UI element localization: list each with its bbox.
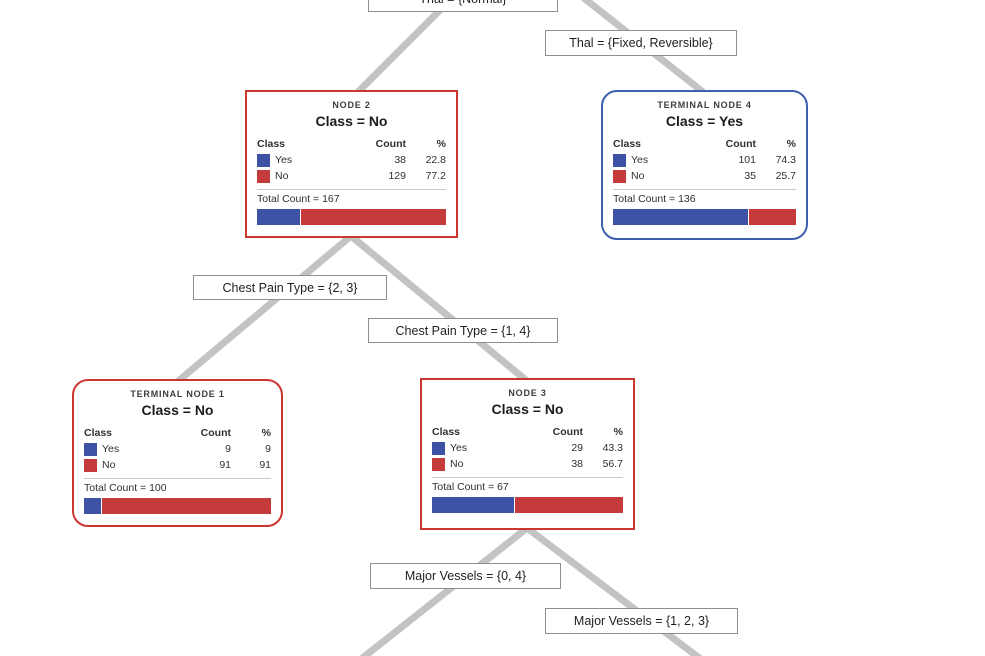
edge-label-chest-pain-1-4: Chest Pain Type = {1, 4} [368, 318, 558, 343]
edge-label-chest-pain-2-3: Chest Pain Type = {2, 3} [193, 275, 387, 300]
no-bar-segment [300, 209, 446, 225]
class-table: Class Count % Yes 9 9 No 91 91 [74, 427, 281, 472]
total-count-label: Total Count = 100 [84, 482, 167, 494]
no-legend-swatch [257, 170, 270, 183]
yes-bar-segment [432, 497, 515, 513]
node-title: TERMINAL NODE 4 [657, 100, 752, 110]
class-distribution-bar [257, 209, 446, 225]
tree-terminal-node-4[interactable]: TERMINAL NODE 4 Class = Yes Class Count … [601, 90, 808, 240]
node-title: NODE 2 [332, 100, 371, 110]
table-row-yes: Yes 29 43.3 [432, 442, 623, 455]
yes-bar-segment [84, 498, 101, 514]
edge-node2-to-terminal-node1 [174, 233, 354, 385]
table-row-no: No 91 91 [84, 459, 271, 472]
no-legend-swatch [613, 170, 626, 183]
tree-node-2[interactable]: NODE 2 Class = No Class Count % Yes 38 2… [245, 90, 458, 238]
tree-terminal-node-1[interactable]: TERMINAL NODE 1 Class = No Class Count %… [72, 379, 283, 527]
no-legend-swatch [432, 458, 445, 471]
divider [257, 189, 446, 190]
class-table: Class Count % Yes 38 22.8 No 129 77.2 [247, 138, 456, 183]
yes-legend-swatch [613, 154, 626, 167]
class-distribution-bar [613, 209, 796, 225]
edge-node2-to-node3 [348, 233, 530, 384]
tree-node-3[interactable]: NODE 3 Class = No Class Count % Yes 29 4… [420, 378, 635, 530]
table-header-row: Class Count % [613, 138, 796, 150]
edge-node3-left-child [359, 525, 530, 656]
divider [432, 477, 623, 478]
table-header-row: Class Count % [257, 138, 446, 150]
table-row-no: No 38 56.7 [432, 458, 623, 471]
class-distribution-bar [432, 497, 623, 513]
total-count-label: Total Count = 67 [432, 481, 509, 493]
no-legend-swatch [84, 459, 97, 472]
class-table: Class Count % Yes 29 43.3 No 38 56.7 [422, 426, 633, 471]
table-header-row: Class Count % [84, 427, 271, 439]
yes-bar-segment [613, 209, 749, 225]
table-row-no: No 129 77.2 [257, 170, 446, 183]
divider [84, 478, 271, 479]
class-distribution-bar [84, 498, 271, 514]
node-class-label: Class = No [491, 401, 564, 417]
node-class-label: Class = No [141, 402, 214, 418]
edge-label-thal-fixed-reversible: Thal = {Fixed, Reversible} [545, 30, 737, 56]
table-row-no: No 35 25.7 [613, 170, 796, 183]
total-count-label: Total Count = 136 [613, 193, 696, 205]
node-class-label: Class = Yes [665, 113, 744, 129]
edge-root-to-node2 [355, 0, 455, 95]
node-title: TERMINAL NODE 1 [130, 389, 225, 399]
edge-label-major-vessels-0-4: Major Vessels = {0, 4} [370, 563, 561, 589]
no-bar-segment [749, 209, 796, 225]
yes-bar-segment [257, 209, 300, 225]
yes-legend-swatch [84, 443, 97, 456]
yes-legend-swatch [432, 442, 445, 455]
node-class-label: Class = No [315, 113, 388, 129]
edge-label-major-vessels-1-2-3: Major Vessels = {1, 2, 3} [545, 608, 738, 634]
table-row-yes: Yes 9 9 [84, 443, 271, 456]
divider [613, 189, 796, 190]
total-count-label: Total Count = 167 [257, 193, 340, 205]
table-row-yes: Yes 101 74.3 [613, 154, 796, 167]
edge-node3-right-child [524, 525, 703, 656]
class-table: Class Count % Yes 101 74.3 No 35 25.7 [603, 138, 806, 183]
table-header-row: Class Count % [432, 426, 623, 438]
yes-legend-swatch [257, 154, 270, 167]
table-row-yes: Yes 38 22.8 [257, 154, 446, 167]
no-bar-segment [101, 498, 271, 514]
node-title: NODE 3 [508, 388, 547, 398]
no-bar-segment [515, 497, 623, 513]
edge-label-thal-normal: Thal = {Normal} [368, 0, 558, 12]
